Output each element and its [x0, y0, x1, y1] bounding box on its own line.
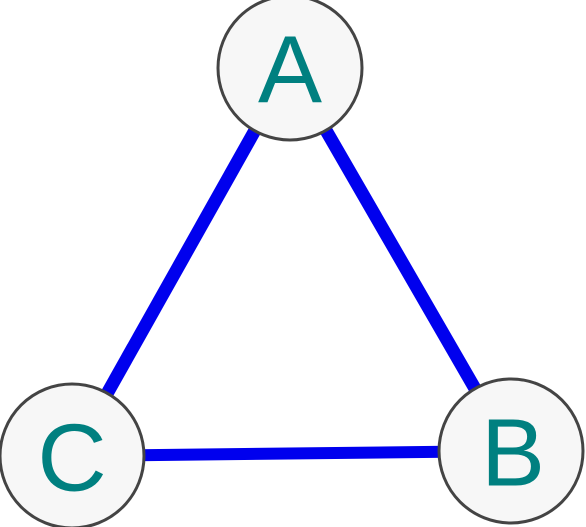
- node-a-circle: [216, 0, 364, 142]
- node-c: C: [0, 382, 146, 527]
- node-b-label: B: [481, 400, 545, 507]
- node-a-label: A: [258, 17, 322, 124]
- edge-a-b: [284, 64, 517, 455]
- node-b-circle: [437, 377, 585, 525]
- edge-a-c: [66, 64, 296, 460]
- node-a: A: [216, 0, 364, 142]
- node-b: B: [437, 377, 585, 525]
- node-c-circle: [0, 382, 146, 527]
- node-c-label: C: [37, 405, 106, 512]
